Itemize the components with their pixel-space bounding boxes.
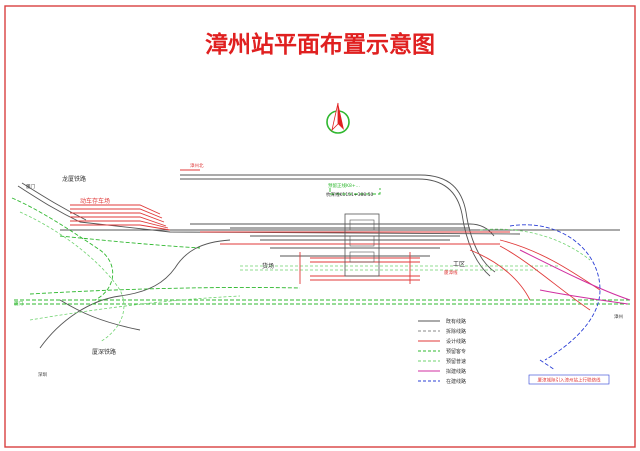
label-connection-line: 厦漳城际引入漳州站上行联络线 xyxy=(538,377,601,384)
label-xiashen-railway: 厦深铁路 xyxy=(92,348,116,356)
label-zhangzhou-right: 漳州 xyxy=(614,313,623,320)
legend: 既有线路 拆除线路 设计线路 预留客专 预留普速 拟建线路 在建线路 xyxy=(418,318,466,385)
label-station-center-mileage: 杭深线K1151+388.50 xyxy=(326,191,374,198)
legend-design: 设计线路 xyxy=(446,338,466,345)
label-zhangzhou-north: 漳州北 xyxy=(190,162,204,169)
reserved-hs-lines xyxy=(11,188,630,305)
label-xiamen-left: 厦门 xyxy=(14,300,23,307)
label-longxia-railway: 龙厦铁路 xyxy=(62,175,86,183)
reserved-normal-lines xyxy=(19,211,591,343)
existing-lines xyxy=(17,174,620,349)
label-freight-yard: 货场 xyxy=(262,262,274,270)
legend-reserved-normal: 预留普速 xyxy=(446,358,466,365)
label-design-center: 预留正线K8+... xyxy=(328,182,360,189)
drawing-frame xyxy=(4,5,636,448)
legend-planned: 拟建线路 xyxy=(446,368,466,375)
label-xiamen-top-left: 厦门 xyxy=(26,183,35,190)
construction-lines xyxy=(509,224,601,371)
label-xiazhang-line: 厦漳线 xyxy=(444,269,458,276)
legend-existing: 既有线路 xyxy=(446,318,466,325)
connection-line-callout: 厦漳城际引入漳州站上行联络线 xyxy=(528,374,610,385)
legend-removed: 拆除线路 xyxy=(446,328,466,335)
design-lines xyxy=(70,169,601,311)
legend-reserved-hs: 预留客专 xyxy=(446,348,466,355)
label-work-area: 工区 xyxy=(453,261,465,268)
diagram-title: 漳州站平面布置示意图 xyxy=(205,31,435,58)
label-shenzhen-left: 深圳 xyxy=(38,371,47,378)
legend-construction: 在建线路 xyxy=(446,378,466,385)
north-arrow-icon xyxy=(326,102,350,134)
planned-lines xyxy=(519,249,631,305)
label-emu-yard: 动车存车场 xyxy=(80,197,110,205)
station-building xyxy=(344,213,380,277)
